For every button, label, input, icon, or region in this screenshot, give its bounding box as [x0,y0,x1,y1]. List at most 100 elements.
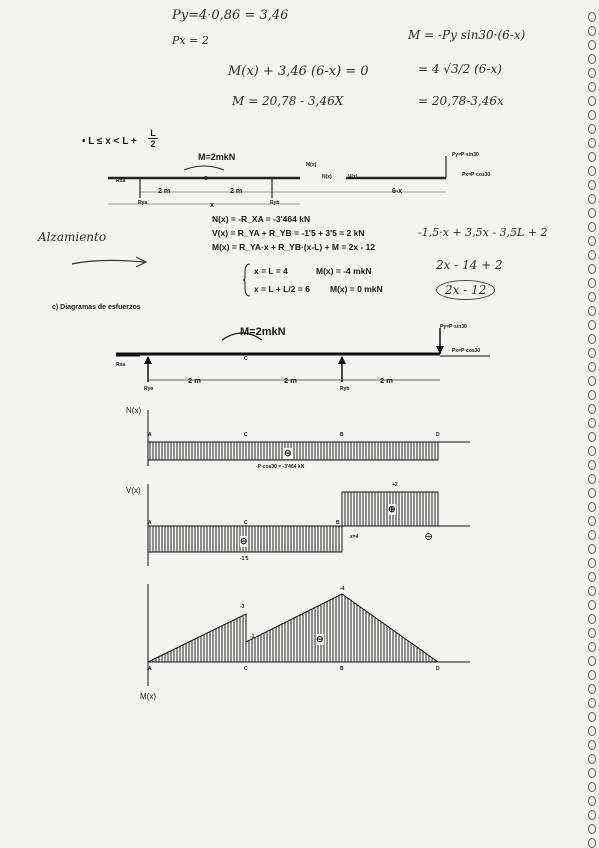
note-m-eq-3: = 20,78-3,46x [418,94,504,108]
py-arrowhead-icon [436,346,444,354]
moment-sign-icon: ⊖ [316,634,324,645]
binding-hole-icon [588,516,596,526]
binding-hole-icon [588,152,596,162]
ryb-arrowhead-icon [338,356,346,364]
binding-hole-icon [588,166,596,176]
case-2-result: M(x) = 0 mkN [330,284,383,294]
binding-hole-icon [588,138,596,148]
spiral-binding [585,0,599,848]
binding-hole-icon [588,432,596,442]
diagrams-heading: c) Diagramas de esfuerzos [52,304,141,311]
binding-hole-icon [588,68,596,78]
binding-hole-icon [588,446,596,456]
shear-force-diagram [147,484,470,566]
normal-sign-icon: ⊖ [284,448,292,459]
section-rxa: Rxa [116,178,126,184]
interval-fraction: L 2 [148,128,158,149]
normal-point-d: D [436,432,440,438]
binding-hole-icon [588,264,596,274]
binding-hole-icon [588,768,596,778]
shear-pos-sign-icon: ⊕ [388,504,396,515]
moment-area [147,593,440,663]
binding-hole-icon [588,418,596,428]
note-right-2: 2x - 14 + 2 [436,258,503,272]
binding-hole-icon [588,754,596,764]
shear-neg-sign-icon: ⊖ [240,536,248,547]
section-vx: V(x) [348,174,358,180]
section-mx: M(x) [306,162,317,168]
margin-arrow-icon [71,256,148,268]
binding-hole-icon [588,362,596,372]
note-m-eq-2: = 4 √3/2 (6-x) [418,62,502,76]
shear-extra-sign-icon: ⊖ [424,530,434,543]
binding-hole-icon [588,334,596,344]
binding-hole-icon [588,194,596,204]
binding-hole-icon [588,502,596,512]
moment-point-c: C [244,666,248,672]
binding-hole-icon [588,124,596,134]
shear-point-b: B [336,520,340,526]
section-dim-3: 6-x [392,188,403,195]
binding-hole-icon [588,600,596,610]
binding-hole-icon [588,40,596,50]
normal-point-a: A [148,432,152,438]
main-py: Py=P·sin30 [440,324,467,330]
section-label-c: C [204,176,208,182]
main-moment-label: M=2mkN [240,326,286,338]
case-1-result: M(x) = -4 mkN [316,266,372,276]
main-dim-1: 2 m [188,376,201,385]
binding-hole-icon [588,460,596,470]
binding-hole-icon [588,558,596,568]
section-moment-label: M=2mkN [198,152,236,162]
main-dim-2: 2 m [284,376,297,385]
section-beam-diagram [108,156,447,205]
note-right-3: 2x - 12 [436,280,496,300]
section-dim-1: 2 m [158,188,171,195]
binding-hole-icon [588,712,596,722]
binding-hole-icon [588,586,596,596]
binding-hole-icon [588,684,596,694]
note-mx-result: M = 20,78 - 3,46X [232,94,344,108]
section-x-label: x [210,202,214,209]
binding-hole-icon [588,54,596,64]
shear-positive-area [341,491,439,527]
binding-hole-icon [588,474,596,484]
shear-value-pos: +2 [392,482,398,488]
normal-caption: -P·cos30 = -3'464 kN [256,464,305,470]
rya-arrowhead-icon [144,356,152,364]
binding-hole-icon [588,236,596,246]
main-label-c: C [244,356,248,362]
binding-hole-icon [588,390,596,400]
binding-hole-icon [588,250,596,260]
case-1-condition: x = L = 4 [254,266,288,276]
brace-icon [242,263,251,297]
section-dim-2: 2 m [230,188,243,195]
shear-axis-label: V(x) [126,486,141,495]
binding-hole-icon [588,96,596,106]
binding-hole-icon [588,614,596,624]
binding-hole-icon [588,376,596,386]
binding-hole-icon [588,544,596,554]
normal-point-b: B [340,432,344,438]
main-rxa: Rxa [116,362,126,368]
normal-force-diagram [147,410,470,466]
binding-hole-icon [588,782,596,792]
shear-value-neg: -1'5 [240,556,249,562]
binding-hole-icon [588,824,596,834]
binding-hole-icon [588,348,596,358]
moment-arc-icon [183,165,225,171]
binding-hole-icon [588,320,596,330]
binding-hole-icon [588,726,596,736]
equation-v: V(x) = R_YA + R_YB = -1'5 + 3'5 = 2 kN [212,228,365,238]
binding-hole-icon [588,572,596,582]
case-2-condition: x = L + L/2 = 6 [254,284,310,294]
equation-m: M(x) = R_YA·x + R_YB·(x-L) + M = 2x - 12 [212,242,376,252]
binding-hole-icon [588,670,596,680]
binding-hole-icon [588,698,596,708]
note-m-eq: M = -Py sin30·(6-x) [408,28,526,42]
binding-hole-icon [588,306,596,316]
note-py: Py=4·0,86 = 3,46 [172,8,289,23]
moment-value-3: -4 [340,586,345,592]
interval-label: • L ≤ x < L + [82,136,137,147]
